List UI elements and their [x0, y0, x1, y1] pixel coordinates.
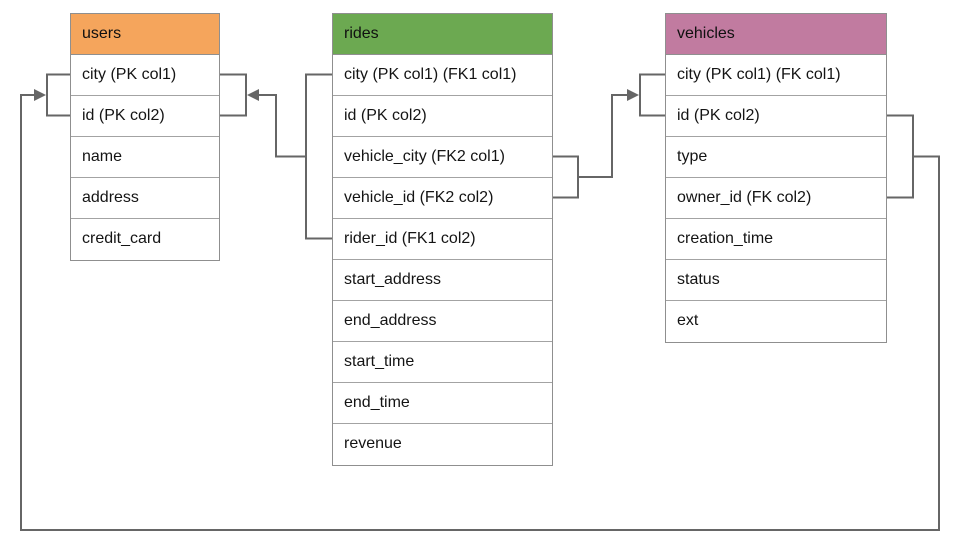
table-row: city (PK col1) (FK1 col1)	[333, 55, 552, 96]
users-pk-bracket-right	[220, 73, 247, 117]
table-row: rider_id (FK1 col2)	[333, 219, 552, 260]
vehicles-pk-bracket-left	[639, 73, 665, 117]
table-row: id (PK col2)	[333, 96, 552, 137]
table-row: vehicle_city (FK2 col1)	[333, 137, 552, 178]
table-row: owner_id (FK col2)	[666, 178, 886, 219]
fk2-arrowhead-icon	[627, 89, 639, 101]
users-pk-bracket-left	[46, 73, 70, 117]
table-row: id (PK col2)	[71, 96, 219, 137]
fk1-connector-line	[259, 94, 306, 158]
fk1-arrowhead-icon	[247, 89, 259, 101]
table-users-header: users	[71, 14, 219, 55]
table-row: end_address	[333, 301, 552, 342]
rides-fk1-bracket-left	[305, 73, 332, 240]
table-row: status	[666, 260, 886, 301]
table-row: creation_time	[666, 219, 886, 260]
table-row: start_time	[333, 342, 552, 383]
table-row: ext	[677, 312, 699, 329]
table-vehicles-header: vehicles	[666, 14, 886, 55]
table-rides: rides city (PK col1) (FK1 col1)id (PK co…	[332, 13, 553, 466]
rides-fk2-bracket-right	[553, 155, 579, 199]
table-row: start_address	[333, 260, 552, 301]
table-row: id (PK col2)	[666, 96, 886, 137]
table-rides-header: rides	[333, 14, 552, 55]
table-row: credit_card	[82, 230, 162, 247]
table-row: type	[666, 137, 886, 178]
table-row: revenue	[344, 435, 402, 452]
table-row: vehicle_id (FK2 col2)	[333, 178, 552, 219]
vehicles-fk-bracket-right	[887, 114, 914, 199]
table-row: name	[71, 137, 219, 178]
table-row: city (PK col1) (FK col1)	[666, 55, 886, 96]
table-row: city (PK col1)	[71, 55, 219, 96]
table-vehicles: vehicles city (PK col1) (FK col1)id (PK …	[665, 13, 887, 343]
table-row: address	[71, 178, 219, 219]
fk2-connector-line	[578, 94, 627, 178]
fk-arrowhead-icon	[34, 89, 46, 101]
table-row: end_time	[333, 383, 552, 424]
